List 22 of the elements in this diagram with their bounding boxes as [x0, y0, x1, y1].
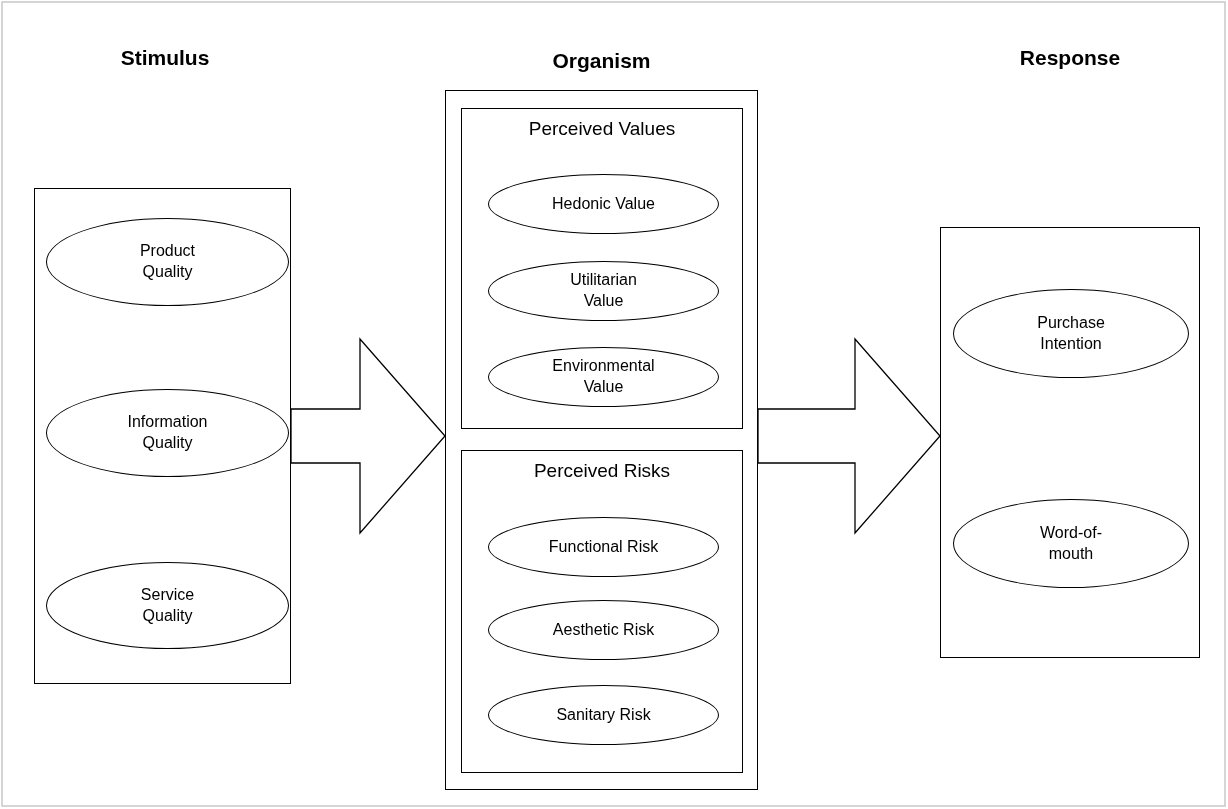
group-box	[461, 450, 743, 773]
node-label: Product Quality	[138, 241, 197, 282]
heading: Perceived Values	[527, 118, 677, 140]
stage-box	[34, 188, 291, 684]
node-label: Functional Risk	[548, 536, 659, 557]
heading: Perceived Risks	[532, 460, 672, 482]
block-arrow	[757, 337, 941, 535]
node-label: Sanitary Risk	[556, 704, 651, 725]
column-heading: Stimulus	[119, 46, 211, 70]
heading: Organism	[551, 49, 652, 73]
block-arrow	[290, 337, 446, 535]
node-label: Hedonic Value	[552, 193, 655, 214]
node-label: Purchase Intention	[1036, 312, 1106, 354]
node-label: Aesthetic Risk	[552, 619, 655, 640]
node-label: Environmental Value	[551, 356, 656, 397]
stage-box	[940, 227, 1200, 658]
node-label: Word-of-mouth	[1039, 522, 1103, 564]
node-label: Utilitarian Value	[569, 270, 638, 311]
column-heading: Response	[1018, 46, 1122, 70]
node-label: Information Quality	[126, 412, 209, 453]
group-box	[461, 108, 743, 429]
node-label: Service Quality	[139, 584, 196, 626]
